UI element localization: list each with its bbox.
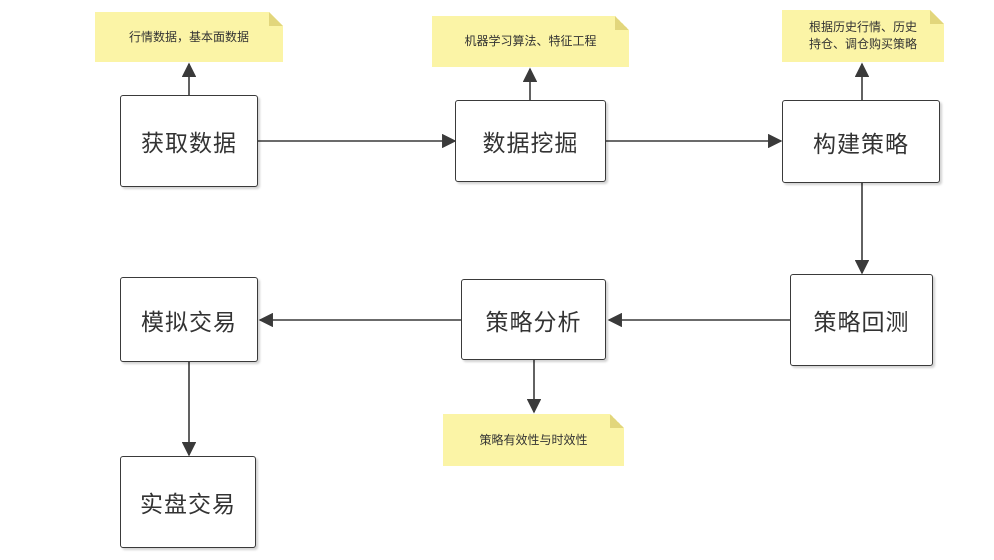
node-strategy-analysis-label: 策略分析 [485, 309, 582, 336]
node-build-strategy-label: 构建策略 [813, 131, 909, 158]
node-data-mining-label: 数据挖掘 [482, 131, 579, 157]
node-simulated-trading-label: 模拟交易 [141, 309, 237, 336]
node-strategy-analysis: 策略分析 [461, 279, 606, 360]
node-fetch-data: 获取数据 [120, 95, 258, 187]
node-fetch-data-label: 获取数据 [141, 131, 237, 157]
note-build-strategy-line2: 持仓、调仓购买策略 [808, 37, 917, 51]
note-fetch-data-text: 行情数据，基本面数据 [128, 29, 249, 44]
node-live-trading-label: 实盘交易 [140, 492, 236, 518]
note-strategy-analysis-text: 策略有效性与时效性 [479, 432, 588, 447]
note-fetch-data: 行情数据，基本面数据 [95, 12, 283, 62]
node-live-trading: 实盘交易 [120, 456, 256, 548]
note-strategy-analysis: 策略有效性与时效性 [443, 414, 624, 466]
note-build-strategy: 根据历史行情、历史 持仓、调仓购买策略 [782, 10, 944, 62]
node-data-mining: 数据挖掘 [455, 100, 606, 182]
node-backtest-label: 策略回测 [813, 310, 910, 336]
node-simulated-trading: 模拟交易 [120, 277, 258, 362]
node-build-strategy: 构建策略 [782, 100, 940, 183]
note-build-strategy-line1: 根据历史行情、历史 [808, 20, 917, 34]
node-backtest: 策略回测 [790, 274, 933, 366]
note-data-mining-text: 机器学习算法、特征工程 [464, 34, 597, 48]
note-data-mining: 机器学习算法、特征工程 [432, 16, 629, 67]
